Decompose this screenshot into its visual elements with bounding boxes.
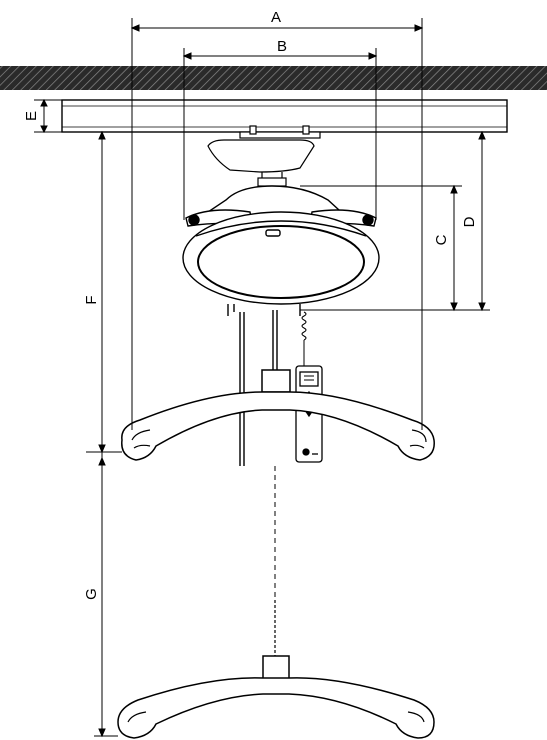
rail-trolley [207, 125, 321, 187]
dimension-line-g [94, 452, 118, 738]
ceiling-rail [61, 99, 508, 133]
spreader-bar-lowered [117, 655, 435, 739]
label-d: D [461, 216, 478, 227]
label-b: B [277, 38, 287, 55]
spreader-bar-raised [121, 369, 435, 461]
dimension-line-e [34, 98, 62, 134]
lift-motor-unit [182, 185, 380, 368]
label-g: G [83, 588, 100, 600]
lifting-strap [272, 310, 278, 372]
side-straps [239, 312, 245, 466]
dimension-line-b [182, 48, 378, 220]
label-e: E [23, 111, 40, 121]
label-a: A [271, 9, 281, 26]
dimension-line-d [462, 130, 490, 312]
label-f: F [83, 295, 100, 304]
label-c: C [433, 234, 450, 245]
dimension-line-a [130, 18, 424, 430]
ceiling-slab [0, 66, 547, 90]
dimension-line-c [300, 184, 462, 312]
dimension-line-f [86, 130, 122, 454]
